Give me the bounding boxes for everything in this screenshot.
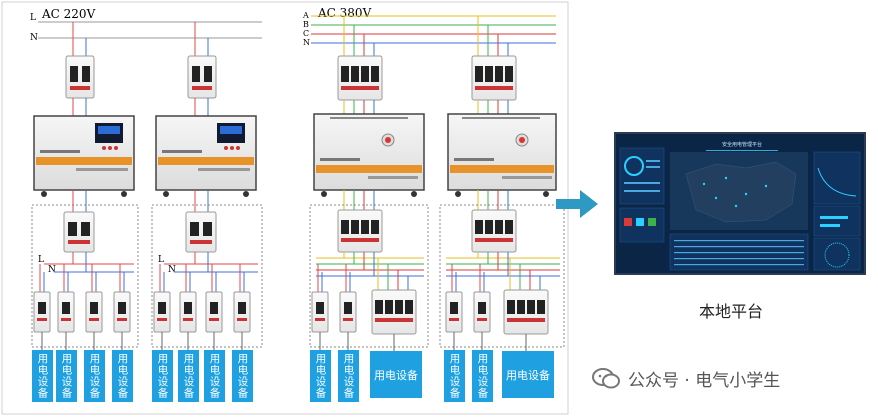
load-device-11: 用电设备	[444, 350, 465, 402]
bus-label-C: C	[303, 29, 309, 38]
load-device-2: 用电设备	[56, 350, 77, 402]
branch-breaker-1	[63, 211, 95, 253]
three-phase-column-2	[439, 16, 565, 348]
distribution-cabinet-1	[33, 115, 135, 197]
single-phase-column-2: L N	[151, 22, 263, 348]
single-pole-breaker-1	[33, 264, 51, 350]
bus-label-B: B	[303, 20, 309, 29]
load-device-1: 用电设备	[32, 350, 53, 402]
single-pole-breaker-3	[85, 264, 103, 350]
load-device-6: 用电设备	[178, 350, 199, 402]
ac380-bus: AC 380V A B C N	[302, 6, 556, 47]
branch-label-L-2: L	[158, 255, 164, 265]
load-device-9: 用电设备	[310, 350, 331, 402]
distribution-cabinet-3	[313, 113, 425, 197]
ac220-label: AC 220V	[41, 7, 96, 21]
bus-label-N3: N	[303, 38, 310, 47]
load-device-three-phase-b: 用电设备	[502, 351, 554, 398]
platform-screen: 安全用电管理平台	[614, 132, 866, 275]
ac220-bus: L AC 220V N	[30, 7, 262, 43]
main-breaker-3	[337, 55, 383, 101]
three-phase-column-1	[309, 16, 429, 348]
watermark-text: 公众号 · 电气小学生	[628, 371, 781, 391]
load-device-8: 用电设备	[232, 350, 253, 402]
branch-breaker-3	[337, 209, 383, 253]
distribution-cabinet-4	[447, 113, 557, 197]
main-breaker-4	[471, 55, 517, 101]
single-phase-column-1: L N	[31, 22, 139, 348]
three-pole-breaker-b	[503, 258, 549, 352]
branch-label-N-2: N	[168, 265, 176, 275]
single-pole-breaker-9	[311, 264, 329, 350]
single-pole-breaker-5	[153, 264, 171, 350]
distribution-cabinet-2	[155, 115, 257, 197]
bus-label-L: L	[30, 13, 36, 23]
branch-breaker-4	[471, 209, 517, 253]
bus-label-N: N	[30, 33, 38, 43]
main-breaker-1	[65, 55, 95, 99]
single-pole-breaker-2	[57, 264, 75, 350]
branch-label-L-1: L	[38, 255, 44, 265]
single-pole-breaker-10	[339, 264, 357, 350]
load-device-10: 用电设备	[338, 350, 359, 402]
load-device-12: 用电设备	[472, 350, 493, 402]
three-pole-breaker-a	[371, 258, 417, 352]
wechat-icon	[592, 367, 620, 390]
single-pole-breaker-4	[113, 264, 131, 350]
arrow-to-platform	[556, 190, 598, 218]
screen-dashboard-svg	[619, 147, 861, 271]
main-breaker-2	[187, 55, 217, 99]
load-device-7: 用电设备	[204, 350, 225, 402]
screen-title: 安全用电管理平台	[706, 140, 778, 151]
load-device-3: 用电设备	[84, 350, 105, 402]
watermark: 公众号 · 电气小学生	[592, 366, 780, 391]
load-device-three-phase-a: 用电设备	[370, 351, 422, 398]
platform-label: 本地平台	[699, 302, 764, 321]
single-pole-breaker-11	[445, 264, 463, 350]
branch-breaker-2	[185, 211, 217, 253]
single-pole-breaker-8	[233, 264, 251, 350]
load-device-4: 用电设备	[112, 350, 133, 402]
single-pole-breaker-12	[473, 264, 491, 350]
branch-breakers	[33, 258, 549, 352]
bus-label-A: A	[302, 11, 309, 20]
branch-label-N-1: N	[48, 265, 56, 275]
single-pole-breaker-6	[179, 264, 197, 350]
load-device-5: 用电设备	[152, 350, 173, 402]
single-pole-breaker-7	[205, 264, 223, 350]
